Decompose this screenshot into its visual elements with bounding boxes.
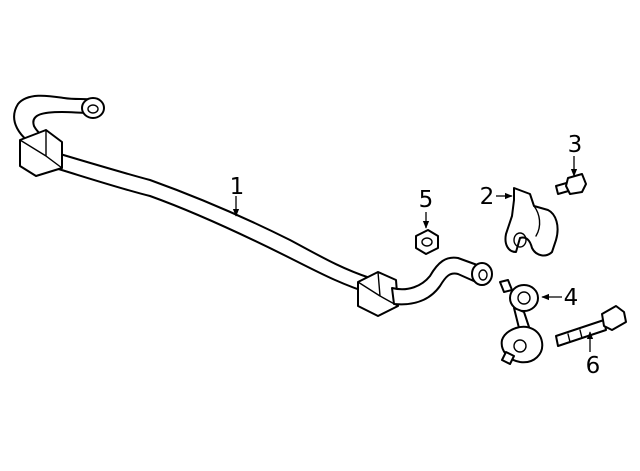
callout-2: 2 (480, 184, 495, 210)
link-bolt (555, 305, 627, 347)
stabilizer-link (499, 279, 544, 365)
callout-5: 5 (419, 187, 434, 213)
bushing-nut (415, 229, 439, 255)
stabilizer-bar (13, 94, 493, 317)
bracket-bolt (555, 173, 587, 195)
bushing-bracket (504, 187, 559, 257)
callout-3: 3 (568, 132, 583, 158)
callout-4: 4 (564, 285, 579, 311)
callout-6: 6 (586, 353, 601, 379)
callout-1: 1 (230, 174, 245, 200)
